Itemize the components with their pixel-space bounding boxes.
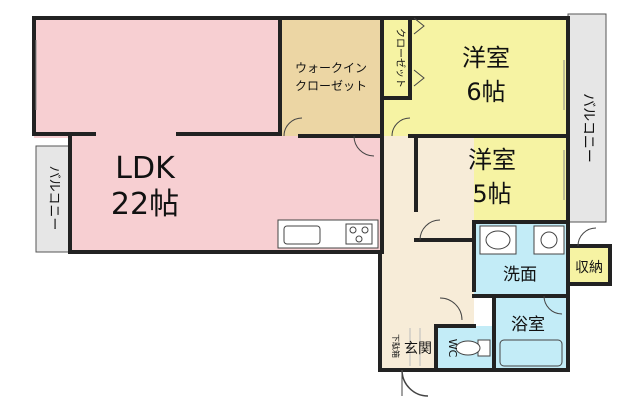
ldk-room xyxy=(34,18,282,138)
western-room-6-label: 洋室 xyxy=(462,44,510,72)
entrance-label: 玄関 xyxy=(404,340,432,357)
ldk-label: LDK xyxy=(115,151,176,186)
washing-machine-pan xyxy=(533,225,565,255)
doors xyxy=(283,17,597,397)
balcony-right xyxy=(567,13,607,223)
toilet xyxy=(455,339,491,357)
western-room-5-label: 洋室 xyxy=(468,146,516,174)
ldk-size: 22帖 xyxy=(111,187,179,222)
western-room-6 xyxy=(384,18,568,136)
washroom-label: 洗面 xyxy=(503,265,537,285)
western-room-5-size: 5帖 xyxy=(472,180,511,208)
balcony-left xyxy=(35,145,73,253)
shoe-cabinet-tiles xyxy=(409,328,421,366)
bathtub xyxy=(499,339,563,367)
walls xyxy=(32,16,612,372)
windows xyxy=(35,40,565,200)
wc-label: WC xyxy=(446,339,459,358)
storage-label: 収納 xyxy=(575,260,603,276)
washbasin xyxy=(479,225,517,255)
western-room-6-size: 6帖 xyxy=(466,78,505,106)
walk-in-closet-room xyxy=(280,18,382,136)
shoe-cabinet-label: 下駄箱 xyxy=(391,334,401,358)
walk-in-closet-label-2: クローゼット xyxy=(295,79,367,93)
walk-in-closet-label-1: ウォークイン xyxy=(295,61,367,75)
balcony-right-label: バルコニー xyxy=(580,93,596,163)
bathroom-label: 浴室 xyxy=(511,315,545,335)
balcony-left-label: バルコニー xyxy=(46,166,61,231)
kitchen-counter xyxy=(277,219,379,249)
closet-label: クローゼット xyxy=(394,28,406,88)
storage-room xyxy=(570,246,610,284)
entrance-room xyxy=(382,326,434,368)
